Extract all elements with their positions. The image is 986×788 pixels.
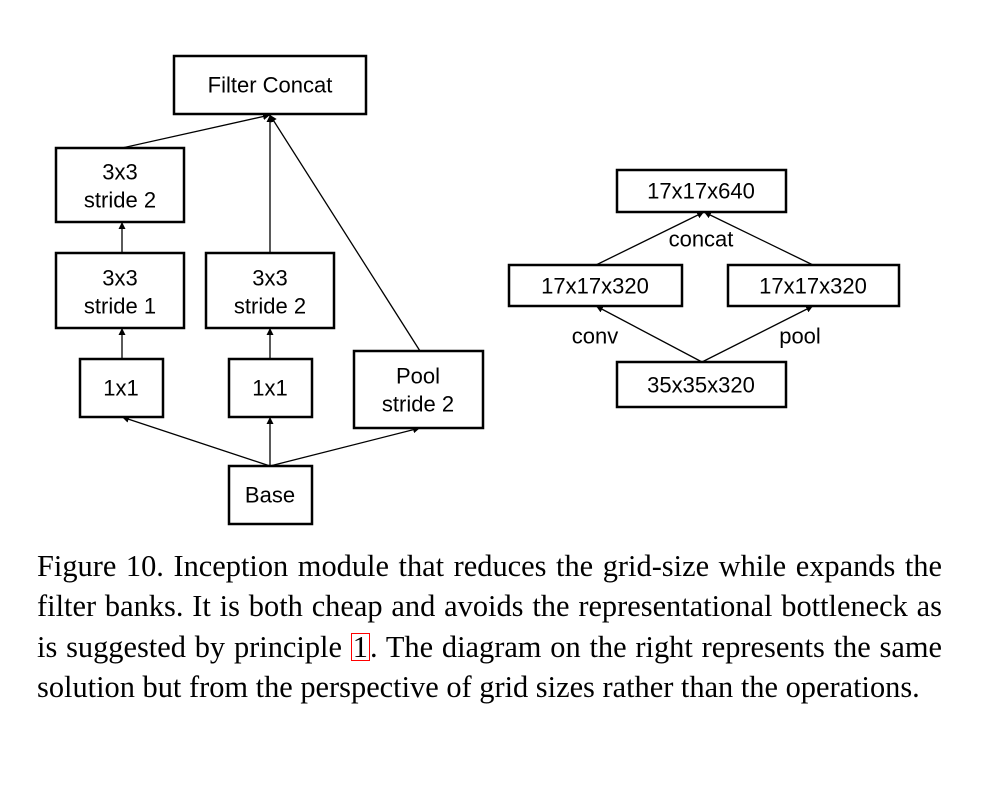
node-label: 35x35x320 bbox=[647, 373, 755, 398]
node-label-line2: stride 1 bbox=[84, 294, 156, 319]
node-label: 17x17x320 bbox=[541, 274, 649, 299]
node-label: 1x1 bbox=[252, 376, 287, 401]
caption-text-part2: . The diagram on the right represents th… bbox=[37, 629, 942, 705]
principle-reference-link[interactable]: 1 bbox=[350, 629, 370, 664]
node-label: 1x1 bbox=[103, 376, 138, 401]
node-17x17x320-right: 17x17x320 bbox=[726, 263, 901, 308]
node-label-line2: stride 2 bbox=[382, 392, 454, 417]
node-label-line1: 3x3 bbox=[102, 160, 137, 185]
node-1x1-left: 1x1 bbox=[78, 357, 165, 419]
edge-input-to-conv-branch bbox=[595, 305, 703, 363]
conv-edge-label: conv bbox=[572, 324, 618, 349]
figure-caption: Figure 10. Inception module that reduces… bbox=[37, 546, 942, 708]
node-3x3-stride2-left: 3x3 stride 2 bbox=[54, 146, 186, 224]
node-17x17x320-left: 17x17x320 bbox=[507, 263, 684, 308]
edge-pool-to-concat bbox=[269, 114, 421, 352]
pool-edge-label: pool bbox=[779, 324, 821, 349]
inception-grid-reduction-diagram: Filter Concat 3x3 stride 2 3x3 stride 1 … bbox=[54, 54, 901, 526]
node-1x1-mid: 1x1 bbox=[227, 357, 314, 419]
node-17x17x640: 17x17x640 bbox=[615, 168, 788, 214]
node-label-line2: stride 2 bbox=[84, 188, 156, 213]
node-35x35x320: 35x35x320 bbox=[615, 360, 788, 409]
edge-3x3-stride2-left-to-concat bbox=[121, 113, 271, 149]
left-module-edges bbox=[118, 113, 421, 467]
edge-pool-branch-to-output bbox=[703, 211, 814, 266]
node-label: 17x17x640 bbox=[647, 179, 755, 204]
node-label: Base bbox=[245, 483, 295, 508]
node-label-line1: 3x3 bbox=[252, 266, 287, 291]
edge-input-to-pool-branch bbox=[701, 305, 814, 363]
node-pool-stride2: Pool stride 2 bbox=[352, 349, 485, 430]
node-3x3-stride1: 3x3 stride 1 bbox=[54, 251, 186, 330]
node-label: 17x17x320 bbox=[759, 274, 867, 299]
node-label-line1: Pool bbox=[396, 364, 440, 389]
node-3x3-stride2-mid: 3x3 stride 2 bbox=[204, 251, 336, 330]
edge-conv-branch-to-output bbox=[595, 211, 705, 266]
edge-base-to-pool bbox=[269, 426, 421, 467]
node-base: Base bbox=[227, 464, 314, 526]
edge-base-to-1x1-left bbox=[121, 415, 271, 467]
node-label-line2: stride 2 bbox=[234, 294, 306, 319]
right-module-edges bbox=[595, 211, 814, 363]
node-label-line1: 3x3 bbox=[102, 266, 137, 291]
concat-edge-label: concat bbox=[669, 227, 734, 252]
filter-concat-label: Filter Concat bbox=[208, 73, 333, 98]
caption-text-part1: Figure 10. Inception module that reduces… bbox=[37, 549, 942, 664]
node-filter-concat: Filter Concat bbox=[172, 54, 368, 116]
